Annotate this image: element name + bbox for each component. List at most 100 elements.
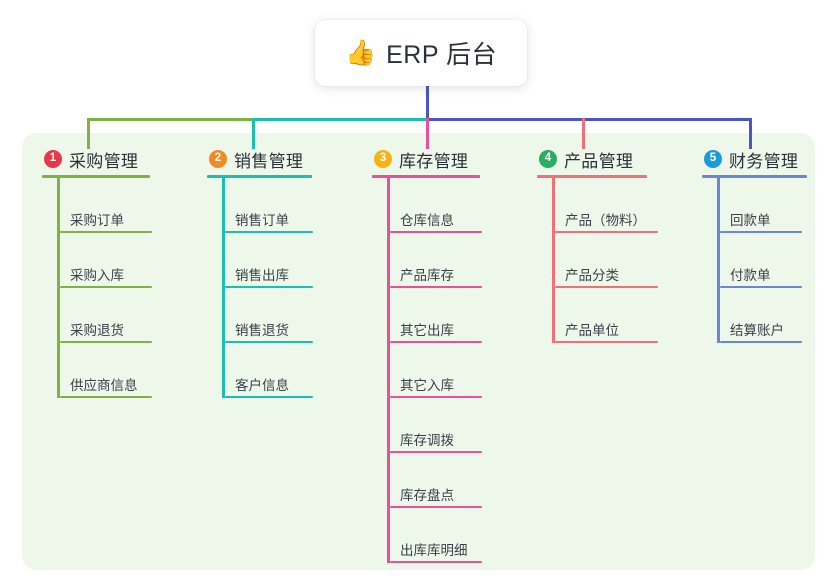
- branch-items-4: 产品（物料） 产品分类产品单位: [537, 178, 658, 343]
- branch-number-badge: 3: [374, 150, 392, 168]
- leaf-item-underline: [390, 561, 482, 563]
- branch-title: 产品管理: [564, 151, 634, 171]
- branch-number-badge: 4: [539, 150, 557, 168]
- root-node[interactable]: 👍 ERP 后台: [315, 20, 527, 86]
- leaf-item-label: 回款单: [730, 213, 771, 228]
- leaf-item-underline: [390, 231, 482, 233]
- branch-items-3: 仓库信息产品库存其它出库其它入库库存调拨库存盘点出库库明细: [372, 178, 482, 563]
- branch-spine-4: [552, 178, 555, 343]
- leaf-item-label: 产品分类: [565, 268, 619, 283]
- drop-line-5: [749, 118, 752, 149]
- branch-items-2: 销售订单销售出库销售退货客户信息: [207, 178, 313, 398]
- branch-underline-4: [537, 175, 647, 178]
- drop-line-2: [252, 118, 255, 149]
- leaf-item[interactable]: 产品单位: [555, 288, 658, 343]
- leaf-item-label: 销售退货: [235, 323, 289, 338]
- leaf-item[interactable]: 其它入库: [390, 343, 482, 398]
- leaf-item[interactable]: 产品分类: [555, 233, 658, 288]
- leaf-item[interactable]: 供应商信息: [60, 343, 152, 398]
- leaf-item-underline: [720, 286, 802, 288]
- root-node-label: ERP 后台: [386, 41, 498, 69]
- leaf-item[interactable]: 结算账户: [720, 288, 807, 343]
- leaf-item[interactable]: 采购退货: [60, 288, 152, 343]
- leaf-item[interactable]: 采购入库: [60, 233, 152, 288]
- branch-column-4: 4 产品管理产品（物料） 产品分类产品单位: [537, 147, 658, 343]
- branch-underline-5: [702, 175, 807, 178]
- leaf-item[interactable]: 产品库存: [390, 233, 482, 288]
- leaf-item-label: 销售出库: [235, 268, 289, 283]
- leaf-item[interactable]: 出库库明细: [390, 508, 482, 563]
- leaf-item-underline: [390, 286, 482, 288]
- leaf-item-label: 采购入库: [70, 268, 124, 283]
- leaf-item-underline: [225, 341, 313, 343]
- branch-spine-2: [222, 178, 225, 398]
- branch-items-5: 回款单付款单结算账户: [702, 178, 807, 343]
- leaf-item-label: 采购订单: [70, 213, 124, 228]
- leaf-item[interactable]: 采购订单: [60, 178, 152, 233]
- branch-underline-3: [372, 175, 480, 178]
- leaf-item-underline: [555, 341, 658, 343]
- bus-segment-blue: [426, 118, 752, 121]
- leaf-item-label: 库存盘点: [400, 488, 454, 503]
- branch-spine-1: [57, 178, 60, 398]
- branch-underline-2: [207, 175, 312, 178]
- leaf-item-underline: [225, 396, 313, 398]
- drop-line-1: [87, 118, 90, 149]
- root-stem: [426, 86, 429, 121]
- leaf-item[interactable]: 库存调拨: [390, 398, 482, 453]
- leaf-item-label: 产品（物料）: [565, 213, 646, 228]
- leaf-item[interactable]: 仓库信息: [390, 178, 482, 233]
- leaf-item[interactable]: 销售订单: [225, 178, 313, 233]
- branch-column-5: 5 财务管理回款单付款单结算账户: [702, 147, 807, 343]
- leaf-item-label: 其它入库: [400, 378, 454, 393]
- leaf-item-label: 仓库信息: [400, 213, 454, 228]
- leaf-item-label: 结算账户: [730, 323, 784, 338]
- branch-title: 财务管理: [729, 151, 799, 171]
- branch-number-badge: 5: [704, 150, 722, 168]
- branch-header-5[interactable]: 5 财务管理: [702, 147, 807, 171]
- leaf-item-underline: [60, 396, 152, 398]
- leaf-item[interactable]: 客户信息: [225, 343, 313, 398]
- branch-spine-5: [717, 178, 720, 343]
- branch-header-4[interactable]: 4 产品管理: [537, 147, 647, 171]
- bus-segment-green: [87, 118, 255, 121]
- leaf-item-underline: [555, 231, 658, 233]
- drop-line-4: [582, 118, 585, 149]
- leaf-item-label: 产品单位: [565, 323, 619, 338]
- leaf-item-underline: [720, 341, 802, 343]
- leaf-item-underline: [60, 341, 152, 343]
- leaf-item-label: 付款单: [730, 268, 771, 283]
- leaf-item-label: 产品库存: [400, 268, 454, 283]
- leaf-item-underline: [390, 341, 482, 343]
- leaf-item-underline: [720, 231, 802, 233]
- leaf-item[interactable]: 销售退货: [225, 288, 313, 343]
- leaf-item[interactable]: 回款单: [720, 178, 807, 233]
- bus-segment-teal: [252, 118, 429, 121]
- leaf-item-label: 供应商信息: [70, 378, 138, 393]
- branch-underline-1: [42, 175, 150, 178]
- leaf-item-underline: [60, 286, 152, 288]
- branch-title: 库存管理: [399, 151, 469, 171]
- leaf-item[interactable]: 其它出库: [390, 288, 482, 343]
- leaf-item-label: 客户信息: [235, 378, 289, 393]
- leaf-item-underline: [60, 231, 152, 233]
- drop-line-3: [426, 118, 429, 149]
- diagram-background-panel: [22, 133, 815, 570]
- leaf-item[interactable]: 付款单: [720, 233, 807, 288]
- branch-number-badge: 2: [209, 150, 227, 168]
- leaf-item[interactable]: 销售出库: [225, 233, 313, 288]
- branch-column-3: 3 库存管理仓库信息产品库存其它出库其它入库库存调拨库存盘点出库库明细: [372, 147, 482, 563]
- branch-items-1: 采购订单采购入库采购退货供应商信息: [42, 178, 152, 398]
- leaf-item-label: 其它出库: [400, 323, 454, 338]
- leaf-item-underline: [555, 286, 658, 288]
- branch-spine-3: [387, 178, 390, 563]
- leaf-item[interactable]: 产品（物料）: [555, 178, 658, 233]
- branch-header-3[interactable]: 3 库存管理: [372, 147, 480, 171]
- leaf-item-label: 出库库明细: [400, 543, 468, 558]
- thumbs-up-icon: 👍: [344, 38, 377, 67]
- leaf-item[interactable]: 库存盘点: [390, 453, 482, 508]
